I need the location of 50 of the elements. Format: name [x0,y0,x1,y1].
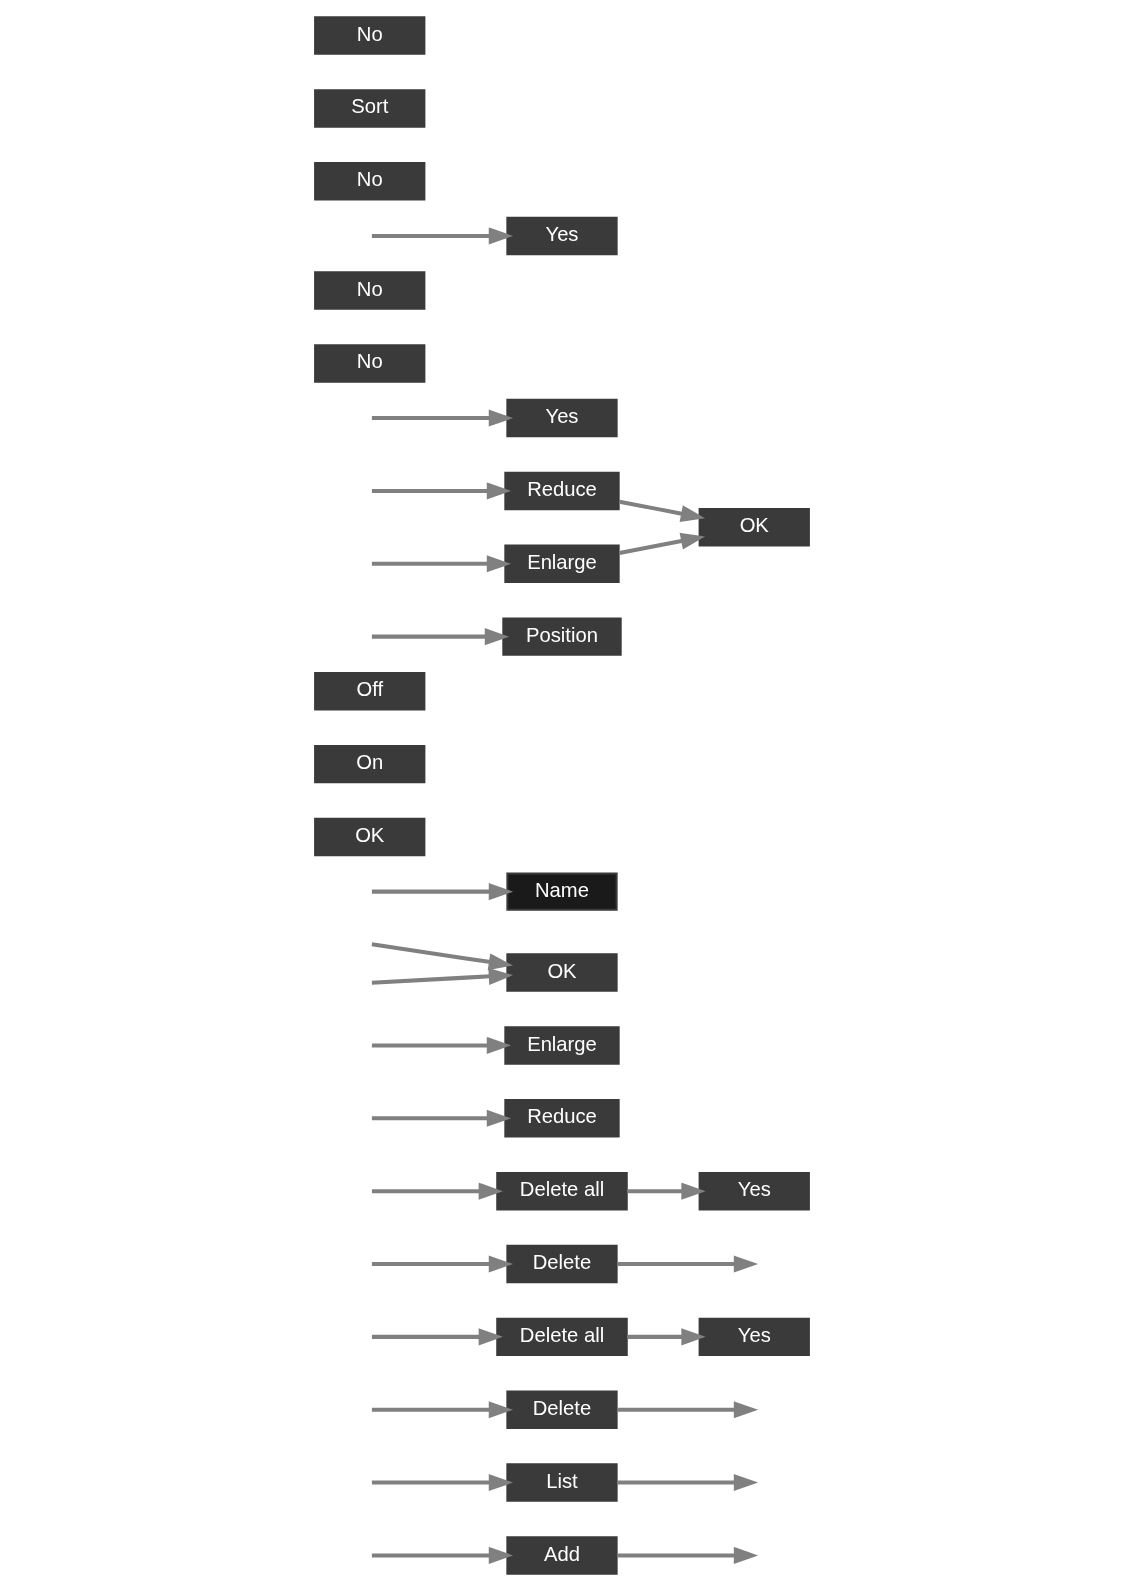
node-box: Yes [698,1171,810,1211]
node-box: Yes [698,1317,810,1357]
arrow [371,883,514,901]
node-box: Yes [506,216,618,256]
node-box: Delete [506,1390,618,1429]
node-box: No [314,271,426,310]
arrow [371,409,514,427]
node-box: No [314,344,426,383]
arrow [627,1182,706,1200]
node-box: OK [506,953,618,992]
arrow [371,1328,503,1346]
arrow [371,942,514,971]
node-box: Sort [314,89,426,128]
arrow [371,967,514,985]
arrow [371,555,512,573]
node-box: Off [314,672,426,711]
arrow [371,1109,512,1127]
arrow [617,1546,759,1564]
node-box: No [314,162,426,201]
node-box: Enlarge [504,544,620,583]
node-box: OK [314,817,426,857]
node-box: Add [506,1536,618,1575]
node-box: Name [506,872,618,911]
arrow [619,532,706,556]
node-box: Enlarge [504,1026,620,1065]
arrow [617,1255,759,1273]
arrow [617,1474,759,1492]
node-box: On [314,744,426,784]
node-box: Delete [506,1244,618,1284]
arrow [371,227,514,245]
arrow [371,1546,514,1564]
arrow [627,1328,706,1346]
node-box: Delete all [496,1171,628,1211]
node-box: Reduce [504,471,620,511]
arrow [619,499,706,522]
arrow [371,1401,514,1419]
arrow [617,1401,759,1419]
node-box: Reduce [504,1099,620,1138]
node-box: No [314,16,426,55]
arrow [371,628,510,646]
arrow [371,1255,514,1273]
node-box: Delete all [496,1317,628,1357]
node-box: Position [502,617,622,656]
node-box: OK [698,508,810,547]
node-box: List [506,1463,618,1502]
arrow [371,1182,503,1200]
arrow [371,1474,514,1492]
arrow [371,1036,512,1054]
node-box: Yes [506,398,618,438]
arrow [371,482,512,500]
